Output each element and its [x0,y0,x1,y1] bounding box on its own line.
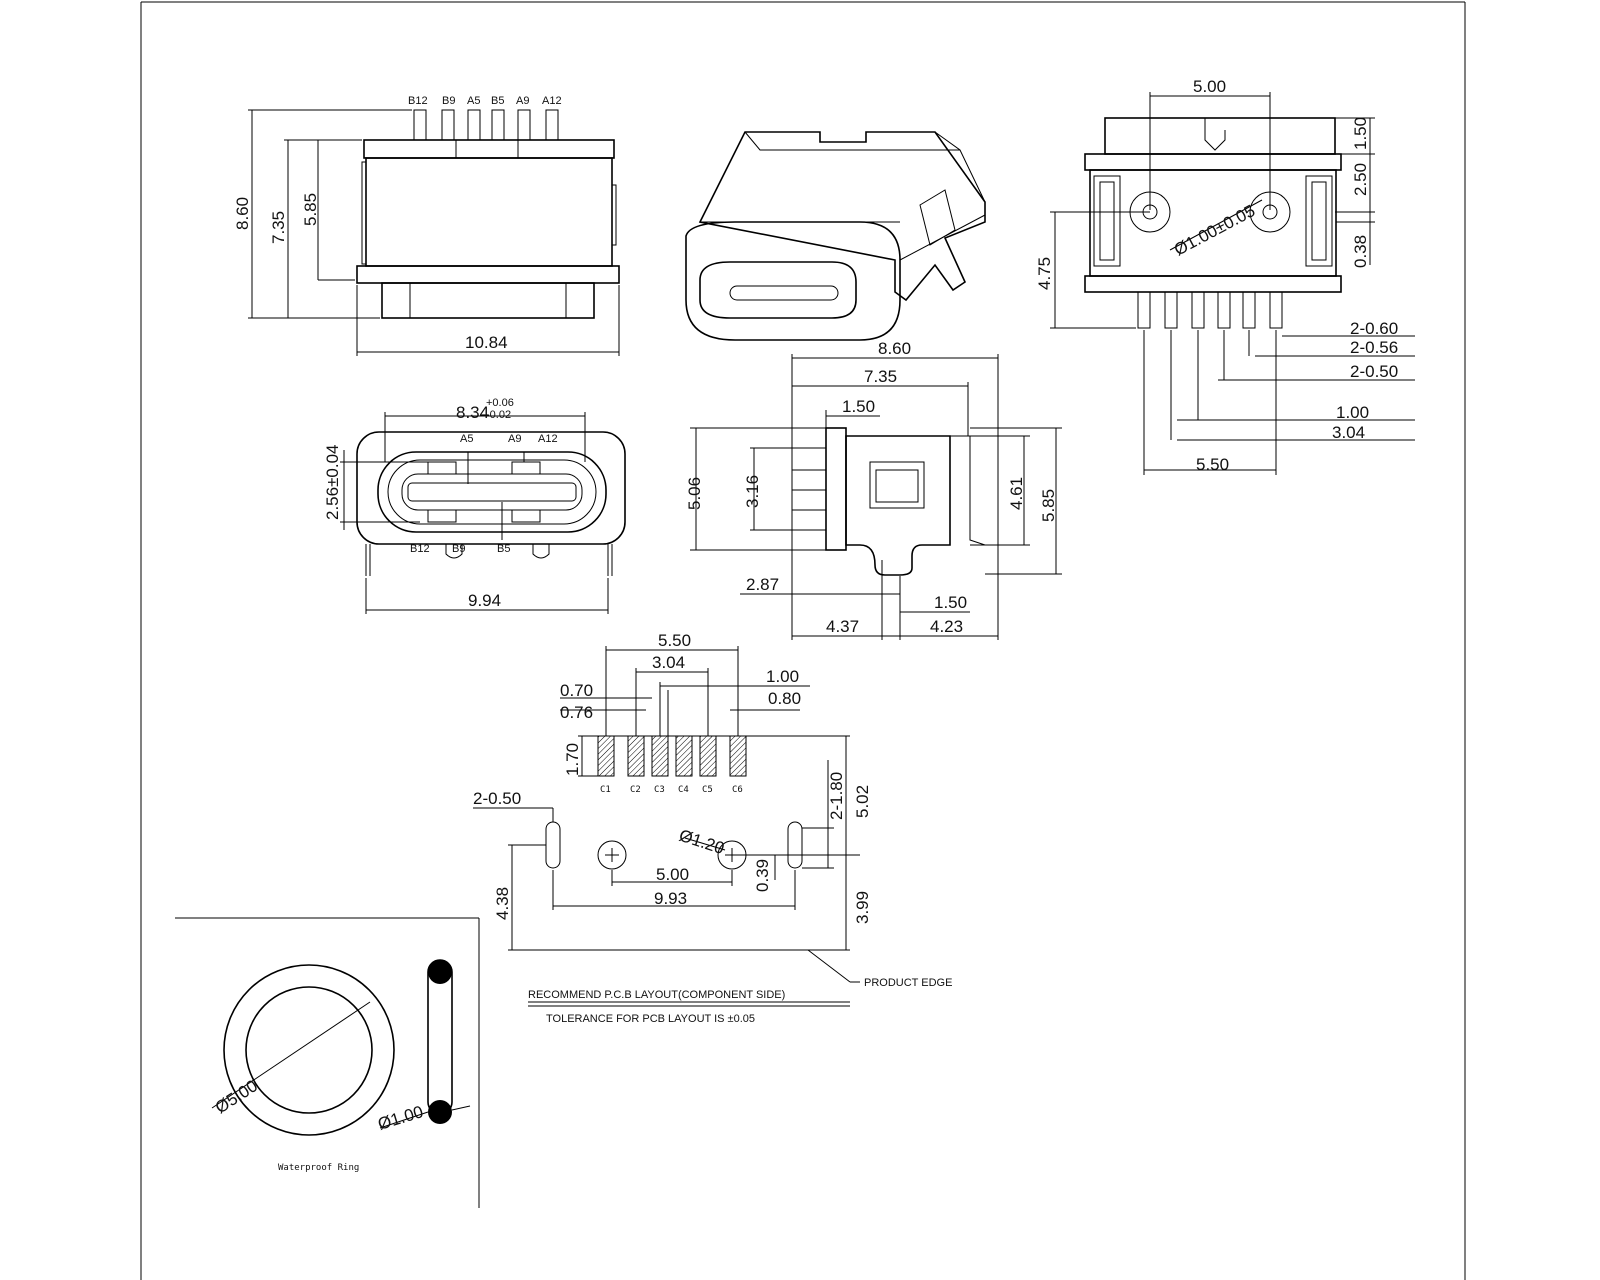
dim-ring-cross: Ø1.00 [376,1102,426,1134]
front-pin-b5: B5 [497,543,510,555]
dim-height-735: 7.35 [269,211,288,244]
dim-pcb-500: 5.00 [656,865,689,884]
pcb-pad [651,735,669,777]
pcb-note-tolerance: TOLERANCE FOR PCB LAYOUT IS ±0.05 [546,1013,755,1025]
side-pin-label: A9 [516,95,529,107]
dim-304: 3.04 [1332,423,1365,442]
pcb-pad [597,735,615,777]
side-pin-label: B9 [442,95,455,107]
dim-475: 4.75 [1035,257,1054,290]
dim-2-050: 2-0.50 [1350,362,1398,381]
front-pin-a12: A12 [538,433,558,445]
dim-287: 2.87 [746,575,779,594]
waterproof-ring-label: Waterproof Ring [278,1163,359,1173]
pcb-pad [729,735,747,777]
dim-038: 0.38 [1351,235,1370,268]
dim-profile-860: 8.60 [878,339,911,358]
product-edge-label: PRODUCT EDGE [864,977,952,989]
dim-profile-150b: 1.50 [934,593,967,612]
dim-pcb-076: 0.76 [560,703,593,722]
dim-width-1084: 10.84 [465,333,508,352]
pad-label: C3 [654,785,665,795]
dim-250: 2.50 [1351,163,1370,196]
side-view: B12 B9 A5 B5 A9 A12 8.60 7.35 5.85 10.84 [233,95,620,356]
pad-label: C2 [630,785,641,795]
pcb-pad [627,735,645,777]
dim-slot-right: 2-1.80 [827,772,846,820]
dim-2-060: 2-0.60 [1350,319,1398,338]
ring-cross-section [428,1100,452,1124]
front-pin-b12: B12 [410,543,430,555]
dim-pcb-438: 4.38 [493,887,512,920]
dim-pcb-550: 5.50 [658,631,691,650]
dim-pcb-100: 1.00 [766,667,799,686]
dim-pcb-080: 0.80 [768,689,801,708]
profile-view: 8.60 7.35 1.50 5.06 3.16 4.61 5.85 2.87 … [685,339,1062,640]
pcb-layout: 5.50 3.04 1.00 0.70 0.76 0.80 1.70 C1 C2… [473,631,952,1025]
right-view: 5.00 1.50 2.50 0.38 4.75 Ø1.00±0.05 2-0.… [1035,77,1415,475]
side-pin-label: B5 [491,95,504,107]
pad-label: C4 [678,785,689,795]
side-pin-label: A12 [542,95,562,107]
dim-506: 5.06 [685,477,704,510]
dim-437: 4.37 [826,617,859,636]
side-pin-label: B12 [408,95,428,107]
isometric-view [685,131,986,341]
dim-834-upper-tol: +0.06 [486,397,514,409]
dim-height-860: 8.60 [233,197,252,230]
pcb-pad [675,735,693,777]
front-pin-a9: A9 [508,433,521,445]
pcb-pad [699,735,717,777]
front-pin-b9: B9 [452,543,465,555]
side-pin-label: A5 [467,95,480,107]
dim-834: 8.34 [456,403,489,422]
pad-label: C5 [702,785,713,795]
dim-pcb-304: 3.04 [652,653,685,672]
sheet-frame [140,1,1466,1280]
dim-100: 1.00 [1336,403,1369,422]
dim-ring-outer: Ø5.00 [212,1076,261,1117]
dim-pcb-170: 1.70 [563,743,582,776]
pad-label: C1 [600,785,611,795]
dim-slot-left: 2-0.50 [473,789,521,808]
dim-pcb-070: 0.70 [560,681,593,700]
dim-hole-120: Ø1.20 [677,826,727,858]
dim-pcb-502: 5.02 [853,785,872,818]
dim-994: 9.94 [468,591,501,610]
front-pin-a5: A5 [460,433,473,445]
dim-pcb-039: 0.39 [753,859,772,892]
waterproof-ring: Ø5.00 Ø1.00 Waterproof Ring [175,917,480,1208]
front-view: 8.34 +0.06 -0.02 2.56±0.04 A5 A9 A12 B12… [323,397,626,614]
dim-pcb-399: 3.99 [853,891,872,924]
dim-834-lower-tol: -0.02 [486,409,511,421]
dim-461: 4.61 [1007,477,1026,510]
dim-256: 2.56±0.04 [323,444,342,520]
dim-423: 4.23 [930,617,963,636]
dim-2-056: 2-0.56 [1350,338,1398,357]
pcb-note-layout: RECOMMEND P.C.B LAYOUT(COMPONENT SIDE) [528,989,785,1001]
dim-500: 5.00 [1193,77,1226,96]
dim-150: 1.50 [1351,117,1370,150]
dim-316: 3.16 [743,475,762,508]
pad-label: C6 [732,785,743,795]
dim-hole-dia: Ø1.00±0.05 [1171,201,1258,259]
dim-pcb-993: 9.93 [654,889,687,908]
dim-profile-150: 1.50 [842,397,875,416]
dim-550: 5.50 [1196,455,1229,474]
dim-profile-585: 5.85 [1039,489,1058,522]
ring-cross-section [428,960,452,984]
dim-height-585: 5.85 [301,193,320,226]
dim-profile-735: 7.35 [864,367,897,386]
